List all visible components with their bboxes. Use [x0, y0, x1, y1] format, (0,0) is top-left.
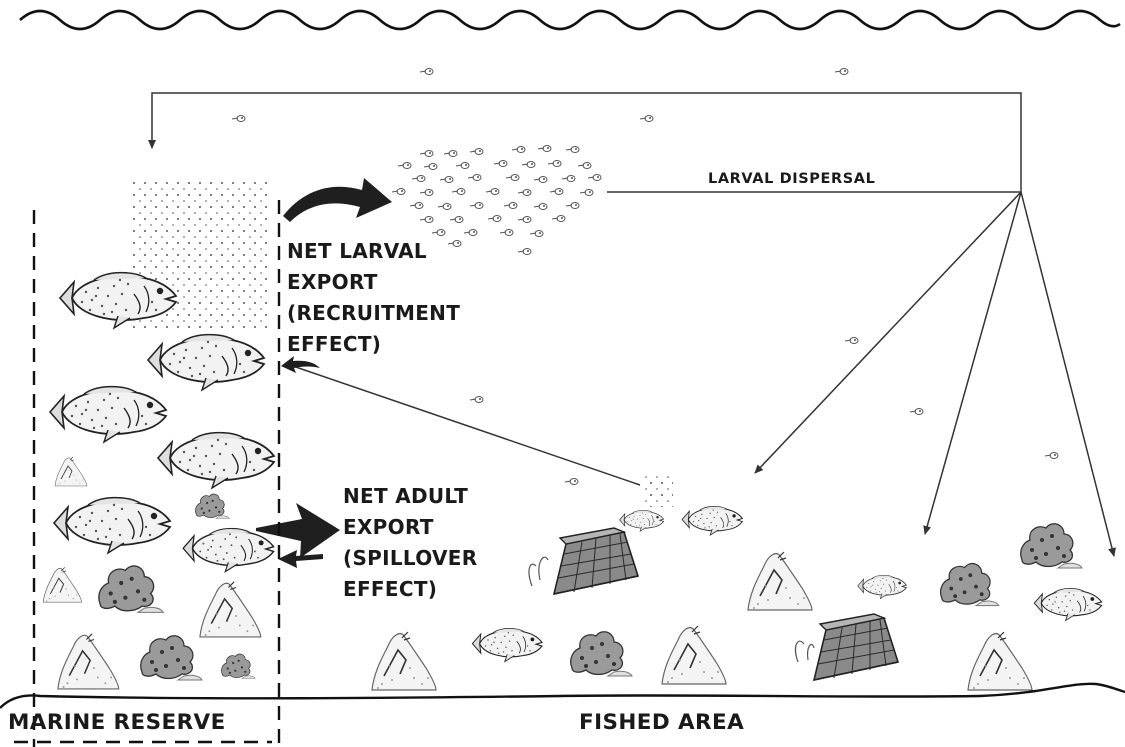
seafloor-habitat — [42, 456, 1083, 691]
curved-arrow — [283, 178, 392, 222]
larval-dispersal-lines — [148, 92, 1116, 557]
fished-area-label: FISHED AREA — [579, 710, 745, 735]
coral-icon — [199, 581, 262, 638]
larva-icon — [909, 408, 924, 415]
egg-cloud — [645, 473, 673, 507]
grouper-fish-icon — [1033, 587, 1103, 622]
grouper-fish-icon — [157, 431, 275, 489]
label-line: EFFECT) — [287, 332, 382, 356]
coral-icon — [42, 566, 83, 603]
wave-surface — [19, 9, 1121, 31]
label-line: EXPORT — [287, 270, 378, 294]
coral-icon — [371, 631, 437, 691]
larva-icon — [564, 478, 579, 485]
grouper-fish-icon — [182, 527, 275, 573]
grouper-fish-icon — [857, 574, 907, 599]
grouper-fish-icon — [53, 496, 171, 554]
grouper-fish-icon — [147, 333, 265, 391]
grouper-fish-icon — [619, 509, 664, 532]
label-line: EFFECT) — [343, 577, 438, 601]
sponge-icon — [140, 635, 203, 681]
coral-icon — [54, 456, 88, 487]
net-adult-export-label: NET ADULT EXPORT (SPILLOVER EFFECT) — [343, 481, 477, 605]
coral-icon — [747, 551, 813, 611]
fish-trap-icon — [553, 527, 639, 595]
net-larval-export-label: NET LARVAL EXPORT (RECRUITMENT EFFECT) — [287, 236, 460, 360]
marine-reserve-label: MARINE RESERVE — [8, 710, 226, 735]
grouper-fish-icon — [681, 505, 743, 536]
larva-icon — [231, 115, 246, 122]
fish-trap-icon — [813, 613, 899, 681]
coral-icon — [967, 631, 1033, 691]
double-arrow — [256, 503, 340, 558]
sponge-icon — [1020, 523, 1083, 569]
curved-arrow — [281, 356, 320, 373]
larval-dispersal-label: LARVAL DISPERSAL — [708, 171, 876, 187]
sponge-icon — [570, 631, 633, 677]
label-line: (SPILLOVER — [343, 546, 478, 570]
grouper-fish-icon — [49, 385, 167, 443]
grouper-fish-icon — [471, 627, 543, 663]
reserve-boundary — [14, 200, 281, 747]
label-line: NET ADULT — [343, 484, 469, 508]
label-line: EXPORT — [343, 515, 434, 539]
sponge-icon — [939, 562, 1000, 607]
label-line: NET LARVAL — [287, 239, 427, 263]
seabed-line — [0, 682, 1125, 709]
sponge-icon — [195, 493, 230, 519]
larva-icon — [1044, 452, 1059, 459]
larva-icon — [834, 68, 849, 75]
larva-icon — [469, 396, 484, 403]
sponge-icon — [98, 565, 164, 614]
larva-icon — [639, 115, 654, 122]
label-line: (RECRUITMENT — [287, 301, 461, 325]
coral-icon — [57, 633, 120, 690]
coral-icon — [661, 625, 727, 685]
larva-icon — [844, 337, 859, 344]
sponge-icon — [221, 653, 256, 679]
double-arrow — [278, 550, 323, 568]
larva-icon — [419, 68, 434, 75]
